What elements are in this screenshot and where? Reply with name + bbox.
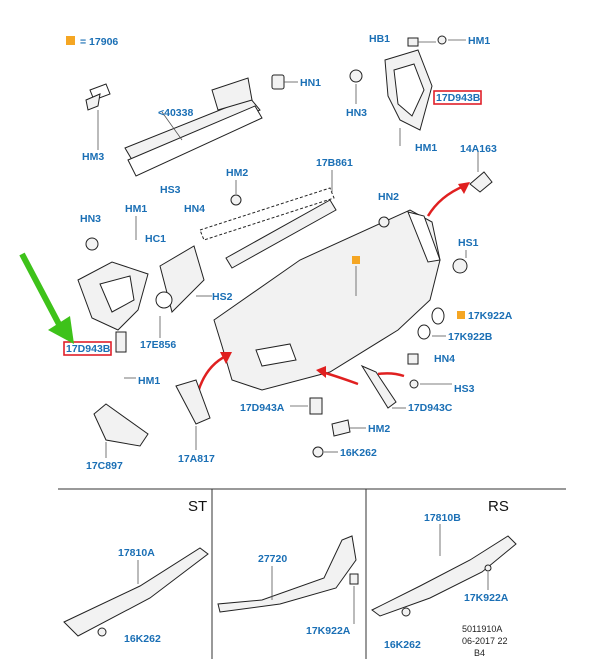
label-hm1-top: HM1 xyxy=(468,35,490,47)
label-hn3-left: HN3 xyxy=(80,213,101,225)
label-hn2: HN2 xyxy=(378,191,399,203)
diffuser-27720-icon xyxy=(217,535,357,613)
screw-hm2-lower-icon xyxy=(331,419,351,437)
panel-title-rs: RS xyxy=(488,498,509,515)
highlight-17d943b-top xyxy=(433,90,482,105)
nut-hn4-right-icon xyxy=(407,353,419,365)
nut-hn3-left-icon xyxy=(85,237,99,251)
label-17b861: 17B861 xyxy=(316,157,353,169)
label-hm1-lower: HM1 xyxy=(138,375,160,387)
bumper-beam-icon xyxy=(124,77,263,177)
screw-16k262-st-icon xyxy=(97,627,107,637)
label-hs3-left: HS3 xyxy=(160,184,181,196)
label-17810b: 17810B xyxy=(424,512,461,524)
rear-bumper-icon xyxy=(213,209,441,391)
footer-date: 06-2017 22 xyxy=(462,636,508,646)
bracket-17d943a-icon xyxy=(309,397,323,415)
label-17d943c: 17D943C xyxy=(408,402,453,414)
red-arrow-17d943c xyxy=(321,370,359,386)
panel-title-st: ST xyxy=(188,498,207,515)
diffuser-rs-icon xyxy=(371,535,517,617)
green-arrow-icon xyxy=(19,252,74,344)
orange-square-17k922a xyxy=(457,311,465,319)
label-16k262-rs: 16K262 xyxy=(384,639,421,651)
label-16k262-st: 16K262 xyxy=(124,633,161,645)
reflector-17k922a-rs-icon xyxy=(484,564,492,572)
screw-hm3-icon xyxy=(85,83,111,150)
screw-16k262-rs-icon xyxy=(401,607,411,617)
label-hn3-top: HN3 xyxy=(346,107,367,119)
label-17d943a: 17D943A xyxy=(240,402,285,414)
label-17d943b-left: 17D943B xyxy=(66,343,111,355)
label-14a163: 14A163 xyxy=(460,143,497,155)
screw-hs3-right-icon xyxy=(409,379,419,389)
footer-code: 5011910A xyxy=(462,624,502,634)
label-16k262-mid: 16K262 xyxy=(340,447,377,459)
label-17d943b-top: 17D943B xyxy=(436,92,481,104)
label-17810a: 17810A xyxy=(118,547,155,559)
red-arrow-14a163 xyxy=(426,184,465,217)
nut-hn2-icon xyxy=(378,216,390,228)
label-hn4-left: HN4 xyxy=(184,203,205,215)
cover-17c897-icon xyxy=(93,403,149,447)
label-hs2: HS2 xyxy=(212,291,233,303)
diffuser-st-icon xyxy=(63,547,209,637)
screw-hs1-icon xyxy=(452,258,468,274)
label-17c897: 17C897 xyxy=(86,460,123,472)
footer-version: B4 xyxy=(474,648,485,658)
bracket-upper-right-icon xyxy=(384,35,466,146)
label-hm2-top: HM2 xyxy=(226,167,248,179)
highlight-17d943b-left xyxy=(63,341,112,356)
screw-16k262-icon xyxy=(312,446,324,458)
label-hm3: HM3 xyxy=(82,151,104,163)
label-hc1: HC1 xyxy=(145,233,166,245)
label-17a817: 17A817 xyxy=(178,453,215,465)
strip-17b861-icon xyxy=(199,170,337,269)
label-27720: 27720 xyxy=(258,553,287,565)
label-17k922a-mid: 17K922A xyxy=(468,310,513,322)
reflector-17k922a-icon xyxy=(431,307,445,325)
nut-hn3-icon xyxy=(349,69,363,83)
legend-swatch xyxy=(66,36,75,45)
reflector-17k922b-icon xyxy=(417,324,431,340)
red-arrow-17a817 xyxy=(196,354,227,393)
bracket-17e856-icon xyxy=(155,245,212,338)
clip-14a163-icon xyxy=(469,171,493,193)
label-hn1-top: HN1 xyxy=(300,77,321,89)
label-hs1: HS1 xyxy=(458,237,479,249)
label-hm1-left: HM1 xyxy=(125,203,147,215)
label-17k922a-mid-panel: 17K922A xyxy=(306,625,351,637)
nut-hn1-icon xyxy=(271,74,298,90)
reflector-17k922a-mid-panel-icon xyxy=(349,573,359,585)
label-40338: <40338 xyxy=(158,107,193,119)
label-17e856: 17E856 xyxy=(140,339,176,351)
legend-code: = 17906 xyxy=(80,36,118,48)
red-arrow-hs3 xyxy=(377,372,405,378)
label-hs3-right: HS3 xyxy=(454,383,475,395)
label-hb1: HB1 xyxy=(369,33,390,45)
label-hn4-right: HN4 xyxy=(434,353,455,365)
label-hm2-lower: HM2 xyxy=(368,423,390,435)
bracket-left-icon xyxy=(77,261,149,379)
label-17k922a-rs: 17K922A xyxy=(464,592,509,604)
bracket-17a817-icon xyxy=(175,379,211,425)
label-hm1-bracket: HM1 xyxy=(415,142,437,154)
label-17k922b: 17K922B xyxy=(448,331,493,343)
bracket-17d943c-icon xyxy=(360,364,397,409)
orange-square-bumper xyxy=(352,256,360,264)
